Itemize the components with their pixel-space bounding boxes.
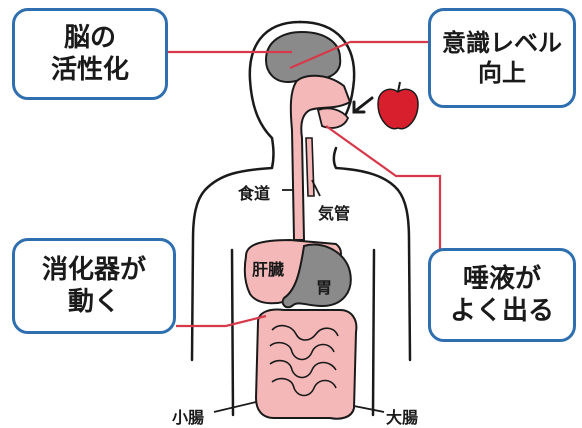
arrow-icon xyxy=(354,98,372,112)
brain xyxy=(266,32,340,82)
callout-saliva-line2: よく出る xyxy=(450,295,554,328)
apple-icon xyxy=(378,82,418,129)
label-large-intestine: 大腸 xyxy=(386,404,418,428)
callout-digestion-line2: 動く xyxy=(68,286,120,319)
label-small-intestine: 小腸 xyxy=(172,404,204,428)
callout-brain-line1: 脳の xyxy=(64,22,116,55)
label-trachea: 気管 xyxy=(318,200,350,224)
callout-saliva-line1: 唾液が xyxy=(463,263,541,296)
callout-awareness: 意識レベル 向上 xyxy=(428,8,576,108)
label-liver: 肝臓 xyxy=(252,256,284,280)
label-esophagus: 食道 xyxy=(238,180,270,204)
mouth xyxy=(318,108,348,128)
callout-awareness-line1: 意識レベル xyxy=(442,28,562,58)
callout-brain: 脳の 活性化 xyxy=(12,8,168,100)
label-stomach: 胃 xyxy=(316,274,332,298)
callout-saliva: 唾液が よく出る xyxy=(428,248,576,342)
callout-brain-line2: 活性化 xyxy=(51,54,129,87)
callout-digestion: 消化器が 動く xyxy=(12,238,176,334)
callout-awareness-line2: 向上 xyxy=(478,58,526,88)
callout-digestion-line1: 消化器が xyxy=(42,254,146,287)
trachea xyxy=(306,138,314,196)
